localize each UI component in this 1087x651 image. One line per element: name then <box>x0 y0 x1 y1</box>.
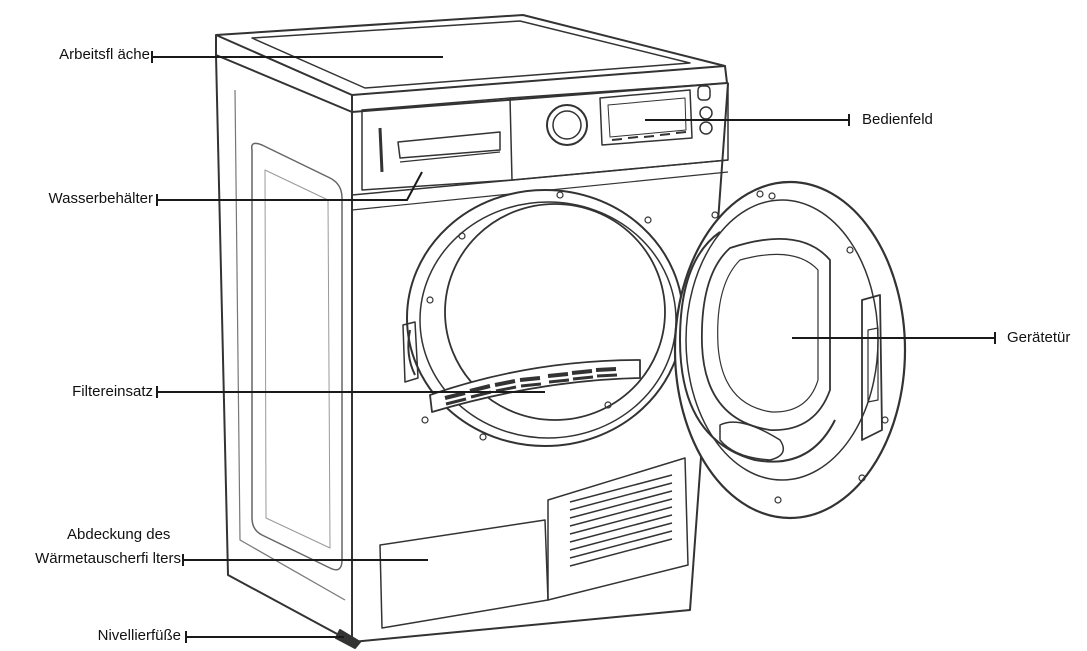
control-panel <box>361 82 729 191</box>
heat-exchanger-cover <box>379 457 689 629</box>
worktop <box>215 14 728 113</box>
label-filtereinsatz: Filtereinsatz <box>72 383 153 400</box>
label-abdeckung-line1: Abdeckung des <box>67 526 171 543</box>
label-bedienfeld: Bedienfeld <box>862 111 933 128</box>
label-abdeckung-line2: Wärmetauscherfi lters <box>35 550 181 567</box>
label-nivellierfuesse: Nivellierfüße <box>97 627 181 644</box>
door <box>673 180 907 520</box>
leader-wasserbehaelter <box>157 171 423 201</box>
dryer-illustration <box>215 14 907 649</box>
leader-lines <box>151 51 996 643</box>
filter-insert <box>429 359 641 413</box>
label-wasserbehaelter: Wasserbehälter <box>48 190 154 207</box>
levelling-foot <box>335 629 361 649</box>
label-geraetetuer: Gerätetür <box>1007 329 1071 346</box>
label-arbeitsflaeche: Arbeitsfl äche <box>59 46 150 63</box>
side-panel <box>215 54 353 643</box>
